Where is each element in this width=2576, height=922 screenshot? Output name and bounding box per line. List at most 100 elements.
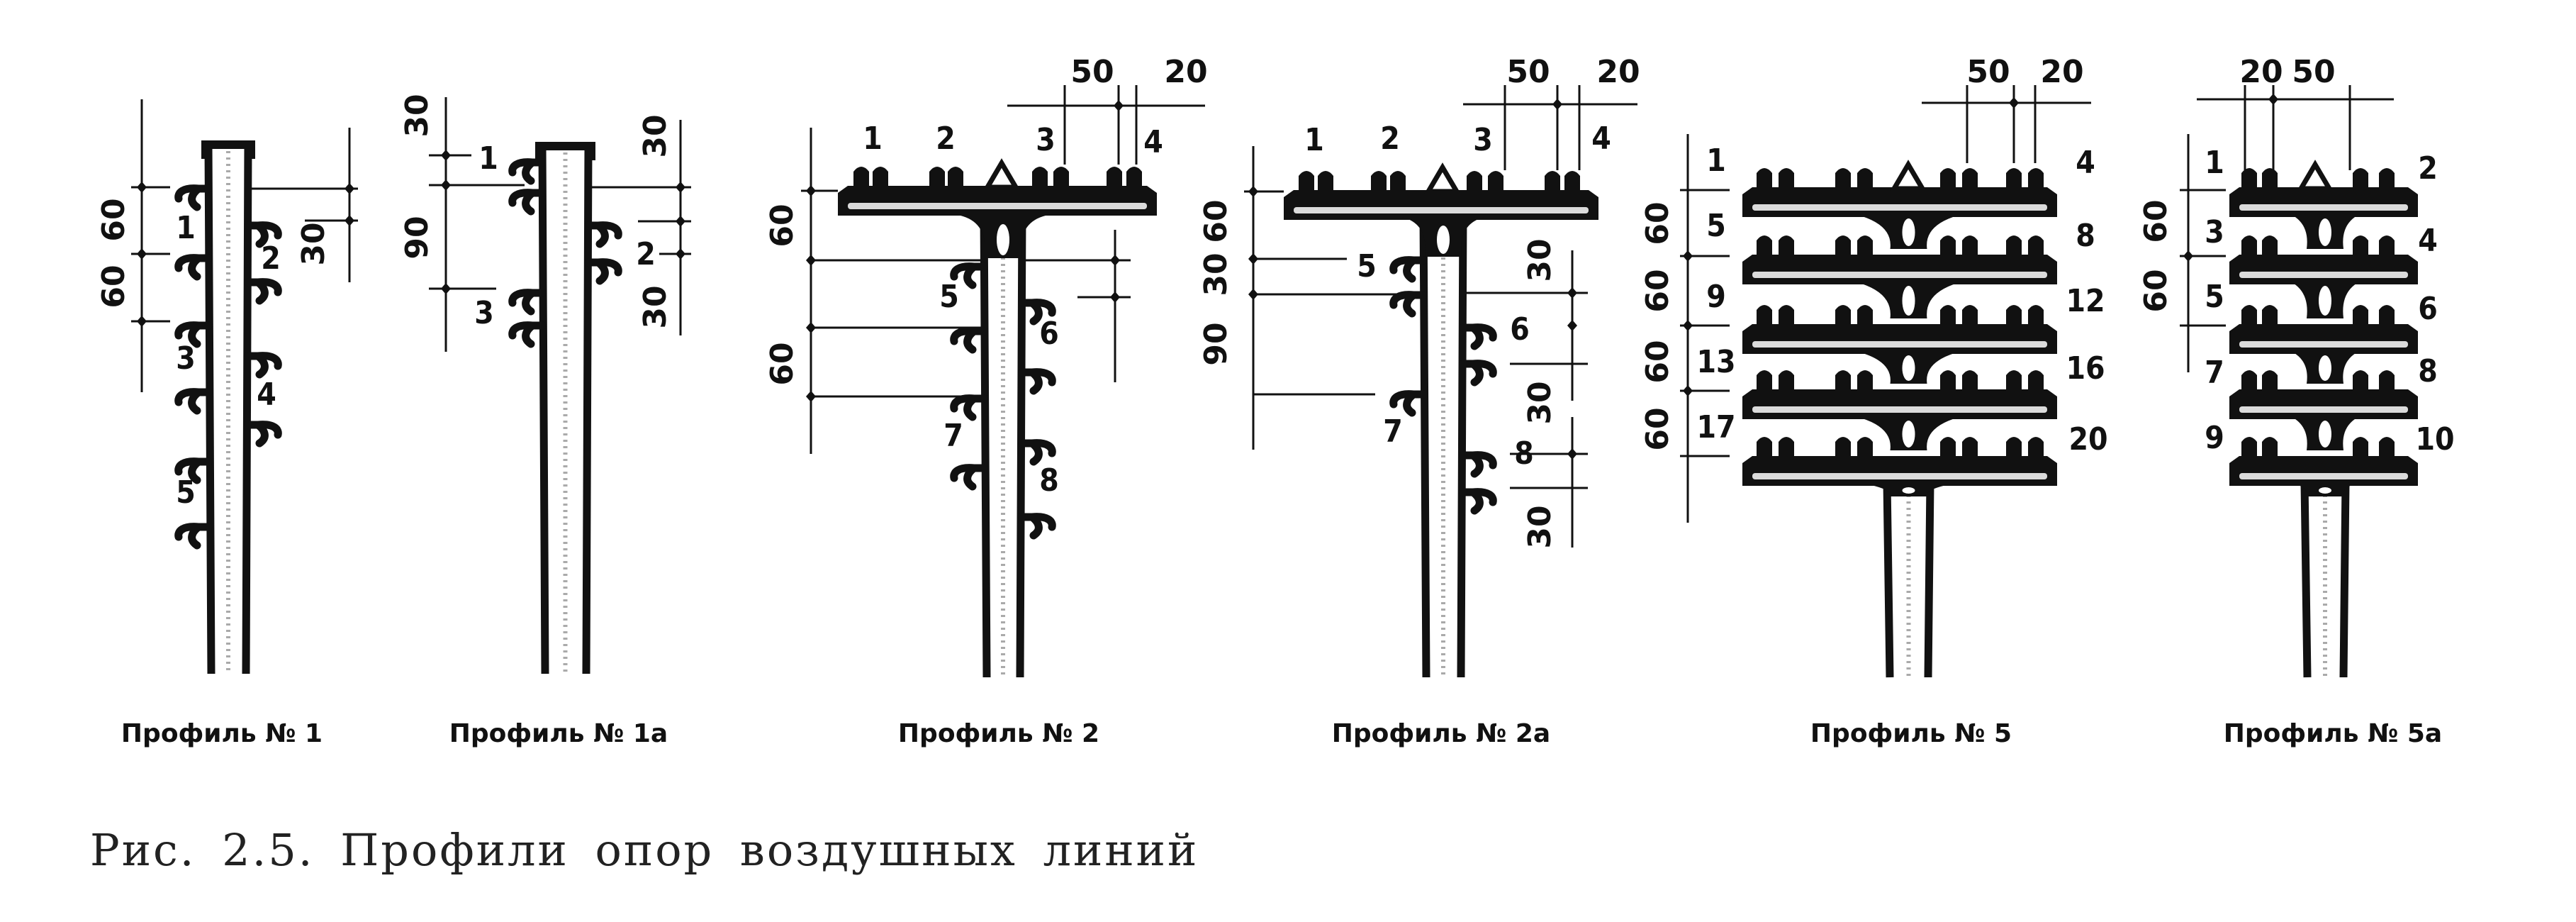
wire-number: 10 — [2415, 421, 2454, 457]
hook-insulator-icon — [1459, 323, 1497, 350]
hook-insulator-icon — [950, 394, 988, 421]
insulator-icon — [2353, 370, 2368, 392]
dimension-tick — [1110, 255, 1120, 266]
dimension-tick — [676, 182, 685, 193]
insulator-icon — [1757, 370, 1772, 392]
dimension-tick — [137, 316, 147, 327]
wire-number: 9 — [1706, 279, 1726, 315]
insulator-icon — [2241, 168, 2257, 190]
wire-number: 4 — [1591, 121, 1611, 157]
profile-label: Профиль № 5 — [1810, 719, 2012, 748]
hook-insulator-icon — [244, 352, 282, 379]
hook-insulator-icon — [584, 258, 622, 285]
crossarm — [1742, 235, 2057, 284]
dimension-tick — [806, 255, 816, 266]
wire-number: 4 — [257, 377, 276, 413]
wire-number: 5 — [1357, 248, 1377, 284]
crossarm-beam — [2229, 324, 2418, 354]
hook-insulator-icon — [950, 464, 988, 491]
crossarm — [838, 158, 1157, 216]
insulator-icon — [1564, 171, 1580, 193]
insulator-icon — [1779, 235, 1794, 257]
insulator-icon — [2028, 168, 2044, 190]
crossarm-beam — [1284, 190, 1598, 220]
hook-insulator-icon — [1018, 299, 1056, 326]
insulator-icon — [853, 167, 869, 189]
insulator-icon — [1390, 171, 1406, 193]
dimension-tick — [1248, 289, 1258, 300]
dimension-tick — [676, 248, 685, 260]
wire-number: 5 — [176, 474, 196, 511]
insulator-icon — [1835, 370, 1851, 392]
dimension-value: 60 — [2138, 199, 2174, 243]
dimension-tick — [806, 322, 816, 333]
dimension-tick — [2183, 250, 2193, 262]
apex-insulator-icon — [1423, 162, 1462, 194]
dimension-tick — [137, 182, 147, 193]
hook-insulator-icon — [1018, 513, 1056, 540]
hook-insulator-icon — [1389, 390, 1428, 417]
wire-number: 1 — [863, 121, 883, 157]
crossarm-beam — [2229, 389, 2418, 419]
dimension-value: 30 — [637, 114, 673, 157]
wire-number: 4 — [1143, 124, 1163, 160]
insulator-icon — [1962, 168, 1978, 190]
crossarm — [2229, 437, 2418, 486]
wire-number: 6 — [1039, 316, 1059, 352]
dimension-tick — [345, 183, 354, 194]
brace-hole — [2319, 286, 2331, 316]
hook-insulator-icon — [950, 327, 988, 354]
hook-insulator-icon — [174, 184, 213, 211]
wire-number: 5 — [939, 279, 959, 315]
insulator-icon — [1940, 235, 1956, 257]
dimension-value: 60 — [764, 342, 800, 385]
dimension-value: 60 — [1640, 269, 1676, 312]
insulator-icon — [2379, 235, 2395, 257]
wire-number: 8 — [2076, 218, 2095, 254]
brace-hole — [997, 224, 1009, 255]
insulator-icon — [2028, 437, 2044, 459]
insulator-icon — [948, 167, 963, 189]
wire-number: 1 — [176, 210, 196, 246]
insulator-icon — [929, 167, 945, 189]
dimension-value: 90 — [399, 216, 435, 259]
dimension-value: 50 — [1506, 54, 1550, 90]
hook-insulator-icon — [1459, 488, 1497, 515]
dimension-tick — [1683, 320, 1693, 331]
crossarm-slot — [2239, 406, 2408, 413]
crossarm-slot — [1752, 406, 2047, 413]
insulator-icon — [1962, 370, 1978, 392]
wire-number: 2 — [636, 236, 656, 272]
wire-number: 6 — [1510, 311, 1530, 348]
dimension-tick — [2009, 97, 2019, 109]
crossarm-beam — [1742, 255, 2057, 284]
wire-number: 7 — [1383, 413, 1403, 450]
insulator-icon — [2006, 235, 2022, 257]
figure-caption: Рис. 2.5. Профили опор воздушных линий — [90, 824, 1199, 876]
crossarm-slot — [1752, 473, 2047, 479]
hook-insulator-icon — [1459, 360, 1497, 387]
dimension-value: 20 — [2040, 54, 2083, 90]
profile-label: Профиль № 2 — [898, 719, 1099, 748]
hook-insulator-icon — [950, 262, 988, 289]
insulator-icon — [2028, 370, 2044, 392]
dimension-tick — [806, 391, 816, 402]
insulator-icon — [1835, 235, 1851, 257]
insulator-icon — [1779, 305, 1794, 327]
hook-insulator-icon — [174, 321, 213, 348]
crossarm-beam — [2229, 456, 2418, 486]
pole-cap — [201, 140, 255, 159]
insulator-icon — [2262, 235, 2278, 257]
hook-insulator-icon — [174, 457, 213, 484]
hook-insulator-icon — [174, 254, 213, 281]
insulator-icon — [1835, 437, 1851, 459]
insulator-icon — [1488, 171, 1503, 193]
insulator-icon — [1779, 168, 1794, 190]
brace-hole — [2319, 487, 2331, 494]
insulator-icon — [2379, 370, 2395, 392]
dimension-tick — [676, 216, 685, 227]
crossarm — [1742, 305, 2057, 354]
dimension-value: 20 — [2239, 54, 2283, 90]
